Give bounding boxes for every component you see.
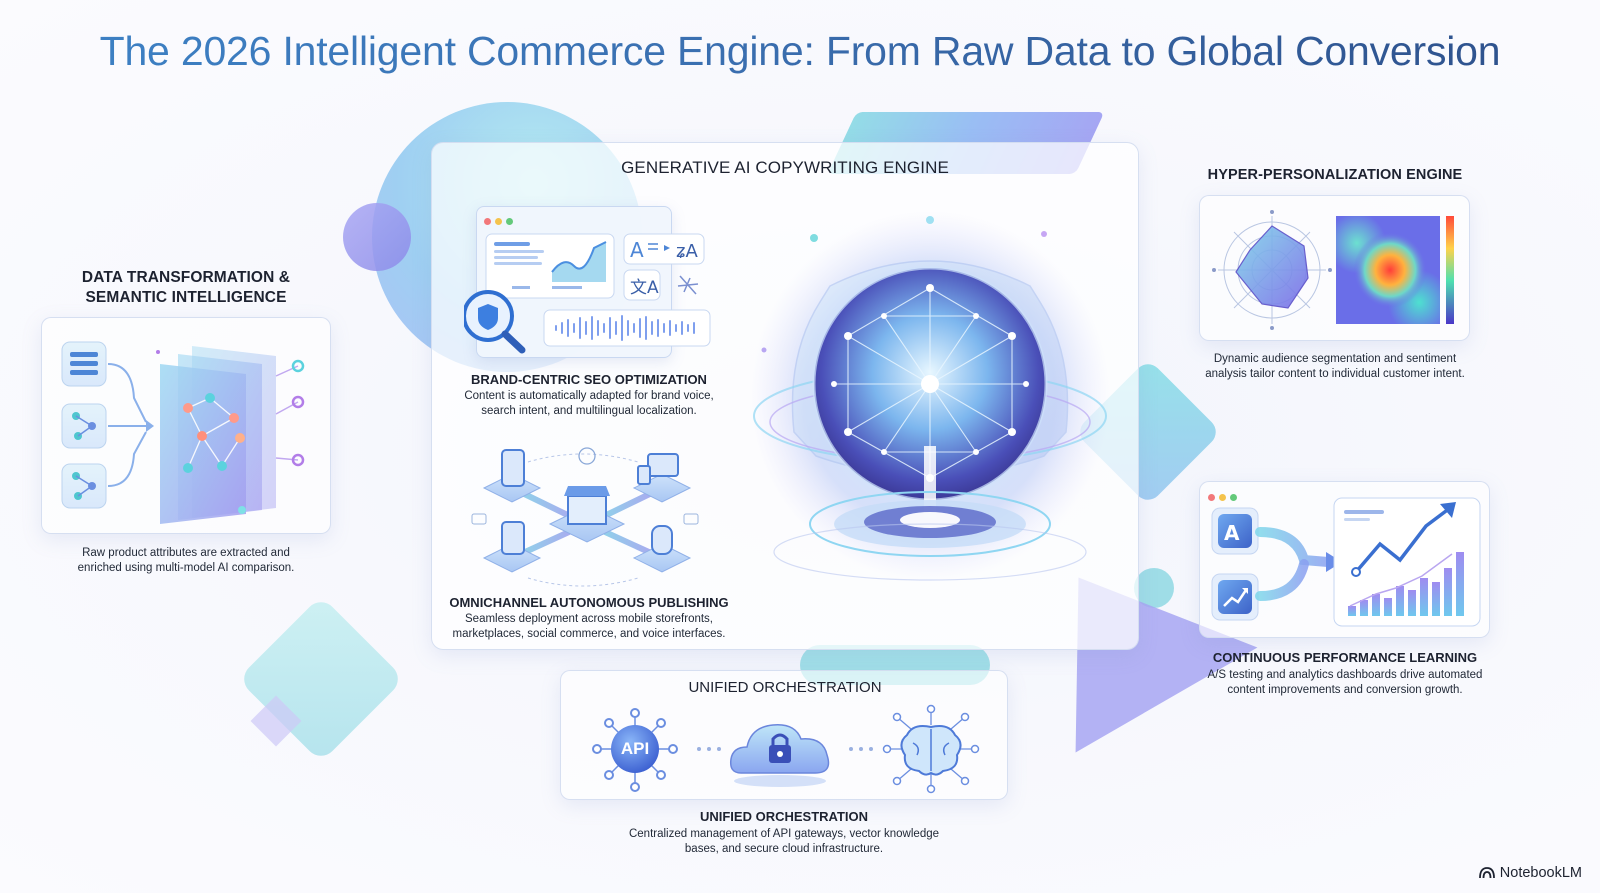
vector-knowledge-brain-icon [882, 704, 980, 794]
notebooklm-logo-text: NotebookLM [1499, 865, 1582, 881]
browser-window-dots [484, 212, 517, 230]
data-transformation-title: DATA TRANSFORMATION & SEMANTIC INTELLIGE… [81, 269, 291, 306]
svg-text:文A: 文A [630, 278, 659, 298]
voice-interface-icon [632, 525, 692, 573]
data-transformation-card [41, 317, 331, 534]
globe-icon [578, 447, 596, 465]
heatmap-icon [1336, 216, 1454, 324]
bg-circle-purple [343, 203, 411, 271]
orchestration-card: UNIFIED ORCHESTRATION [560, 670, 1008, 800]
translate-icon: 文A [623, 269, 661, 301]
desktop-icon [632, 453, 692, 503]
omnichannel-title: OMNICHANNEL AUTONOMOUS PUBLISHING [449, 595, 729, 610]
social-commerce-icon [482, 521, 542, 573]
continuous-learning-description: A/S testing and analytics dashboards dri… [1207, 669, 1483, 696]
document-list-icon [61, 341, 107, 387]
genai-engine-title: GENERATIVE AI COPYWRITING ENGINE [621, 158, 949, 177]
network-node-icon [61, 403, 107, 449]
graph-node-icon [61, 463, 107, 509]
bg-circle-right [1134, 568, 1174, 608]
secure-cloud-icon [729, 724, 830, 787]
chat-icon [683, 513, 699, 525]
api-label: API [620, 739, 650, 758]
seo-illustration: A ʑA 文A [464, 233, 711, 354]
seo-description: Content is automatically adapted for bra… [464, 390, 714, 417]
continuous-learning-card: A [1199, 481, 1490, 638]
hyper-personalization-description: Dynamic audience segmentation and sentim… [1205, 353, 1465, 380]
svg-text:A: A [1224, 521, 1240, 545]
browser-window-dots-2 [1208, 488, 1241, 506]
marketplace-store-icon [548, 486, 626, 543]
image-icon [471, 513, 487, 525]
continuous-learning-illustration: A [1211, 497, 1481, 627]
data-transformation-description: Raw product attributes are extracted and… [77, 547, 295, 574]
ai-core-neural-orb-icon [750, 211, 1110, 581]
data-layers-icon [160, 346, 276, 524]
orchestration-card-title: UNIFIED ORCHESTRATION [688, 679, 882, 696]
hyper-personalization-title: HYPER-PERSONALIZATION ENGINE [1207, 167, 1463, 183]
translate-text-icon: A ʑA [623, 233, 705, 265]
seo-title: BRAND-CENTRIC SEO OPTIMIZATION [471, 372, 707, 387]
api-gateway-icon [592, 708, 678, 792]
omnichannel-illustration [471, 447, 699, 587]
svg-text:A: A [630, 238, 644, 262]
notebooklm-logo-icon [1478, 867, 1495, 879]
data-transformation-illustration [61, 341, 305, 524]
svg-text:ʑA: ʑA [676, 241, 698, 262]
hyper-personalization-illustration [1212, 210, 1454, 330]
sparkle-icon [677, 275, 699, 295]
orchestration-illustration [592, 704, 980, 794]
radar-chart-icon [1212, 210, 1332, 330]
orchestration-description: Centralized management of API gateways, … [628, 828, 940, 855]
page-title: The 2026 Intelligent Commerce Engine: Fr… [0, 28, 1600, 75]
hyper-personalization-card [1199, 195, 1470, 341]
ab-variant-a-icon: A [1211, 507, 1259, 555]
continuous-learning-title: CONTINUOUS PERFORMANCE LEARNING [1212, 650, 1478, 665]
bg-diamond-left [237, 595, 405, 763]
ab-variant-b-trend-icon [1211, 573, 1259, 621]
mobile-storefront-icon [482, 449, 542, 503]
notebooklm-logo: NotebookLM [1478, 865, 1582, 881]
analytics-dashboard-icon [1333, 497, 1481, 627]
seo-magnifier-shield-icon [464, 290, 526, 354]
orchestration-title: UNIFIED ORCHESTRATION [699, 809, 869, 824]
omnichannel-description: Seamless deployment across mobile storef… [452, 613, 726, 640]
audio-waveform-icon [543, 309, 711, 347]
